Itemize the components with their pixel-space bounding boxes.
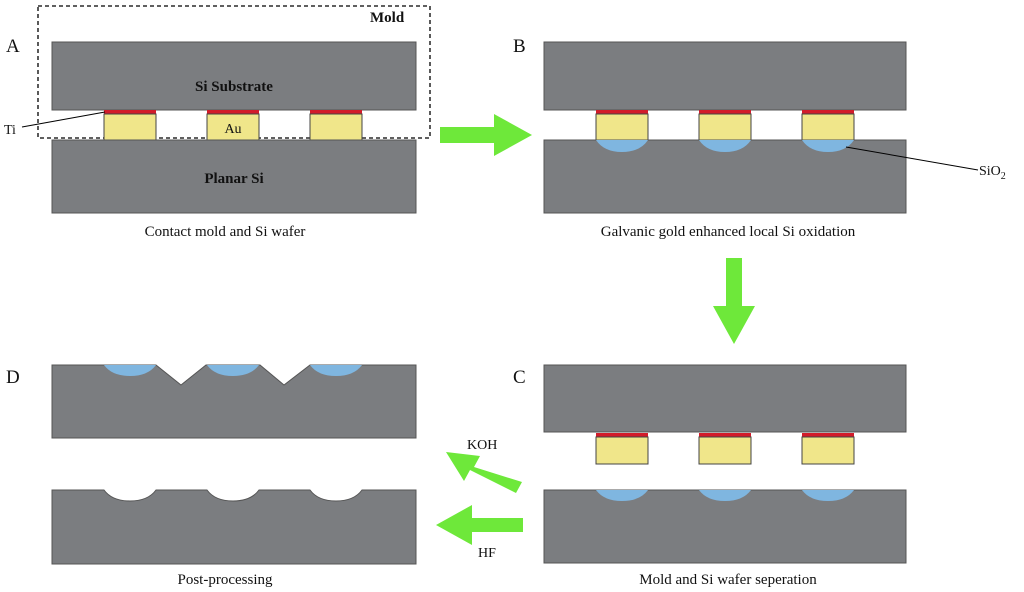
sio2-region <box>310 365 362 376</box>
panel-d-letter: D <box>6 367 20 388</box>
ti-label: Ti <box>4 123 16 138</box>
si-substrate <box>51 41 417 111</box>
sio2-region <box>596 490 648 501</box>
ti-layer <box>207 110 259 114</box>
sio2-label: SiO2 <box>979 164 1006 182</box>
au-label: Au <box>224 122 241 137</box>
panel-d-caption: Post-processing <box>178 572 273 588</box>
au-pad <box>103 113 157 141</box>
panel-a: A Mold Si Substrate Au Ti Planar Si Cont… <box>4 5 431 240</box>
au-pad <box>595 436 649 465</box>
gold-pads-a <box>103 110 363 141</box>
ti-layer <box>596 433 648 437</box>
koh-label: KOH <box>467 438 497 453</box>
gold-pads-c <box>595 433 855 465</box>
sio2-region <box>207 365 259 376</box>
si-substrate <box>543 364 907 433</box>
sio2-region <box>104 365 156 376</box>
au-pad <box>801 436 855 465</box>
gold-pads-b <box>595 110 855 141</box>
planar-si-label: Planar Si <box>204 171 263 187</box>
au-pad <box>595 113 649 141</box>
arrow-a-to-b <box>440 114 532 156</box>
ti-pointer <box>21 111 106 128</box>
panel-a-caption: Contact mold and Si wafer <box>145 224 306 240</box>
au-pad <box>698 436 752 465</box>
koh-arrow-shape <box>446 452 522 493</box>
mold-outline <box>37 5 431 139</box>
ti-layer <box>802 110 854 114</box>
sio2-region <box>699 490 751 501</box>
panel-c-letter: C <box>513 367 526 388</box>
panel-a-letter: A <box>6 36 20 57</box>
sio2-pointer <box>845 146 979 171</box>
arrow-koh: KOH <box>446 438 522 493</box>
panel-d: D Post-processing <box>6 364 417 588</box>
planar-si <box>543 139 907 214</box>
panel-b-letter: B <box>513 36 526 57</box>
au-pad <box>801 113 855 141</box>
ti-layer <box>310 110 362 114</box>
arrow-hf: HF <box>436 505 523 561</box>
ti-layer <box>699 110 751 114</box>
sio2-region <box>596 140 648 152</box>
ti-layer <box>596 110 648 114</box>
sio2-region <box>699 140 751 152</box>
ti-layer <box>802 433 854 437</box>
si-substrate <box>543 41 907 111</box>
sio2-region <box>802 140 854 152</box>
au-pad <box>309 113 363 141</box>
arrow-b-to-c <box>713 258 755 344</box>
panel-c-caption: Mold and Si wafer seperation <box>639 572 817 588</box>
sio2-region <box>802 490 854 501</box>
ti-layer <box>699 433 751 437</box>
panel-b-caption: Galvanic gold enhanced local Si oxidatio… <box>601 224 856 240</box>
hf-arrow-shape <box>436 505 523 545</box>
au-pad <box>698 113 752 141</box>
hf-etched-wafer <box>51 489 417 565</box>
mold-label: Mold <box>370 10 405 26</box>
hf-label: HF <box>478 546 496 561</box>
panel-b: B SiO2 Galvanic gold enhanced local Si o… <box>513 36 1006 240</box>
si-substrate-label: Si Substrate <box>195 79 273 95</box>
panel-c: C Mold and Si wafer seperation <box>513 364 907 588</box>
planar-si <box>51 139 417 214</box>
planar-si <box>543 489 907 564</box>
ti-layer <box>104 110 156 114</box>
